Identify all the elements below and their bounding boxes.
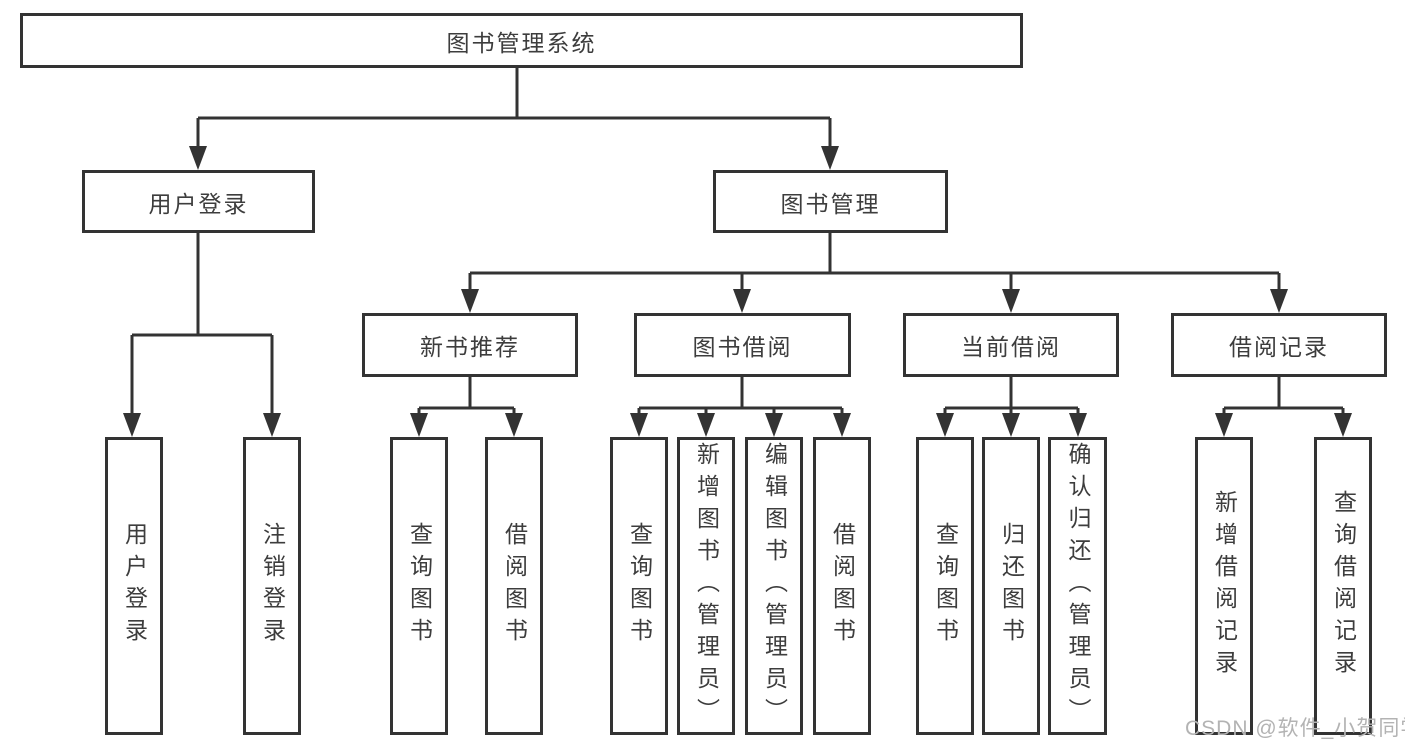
node-current-borrowing: 当前借阅 [903, 313, 1119, 377]
leaf-borrow-book-1: 借阅图书 [485, 437, 543, 735]
leaf-query-book-3: 查询图书 [916, 437, 974, 735]
leaf-return-book: 归还图书 [982, 437, 1040, 735]
leaf-query-book-1: 查询图书 [390, 437, 448, 735]
leaf-edit-book-admin: 编辑图书（管理员） [745, 437, 803, 735]
leaf-logout: 注销登录 [243, 437, 301, 735]
node-root: 图书管理系统 [20, 13, 1023, 68]
node-borrowing-records: 借阅记录 [1171, 313, 1387, 377]
leaf-confirm-return-admin: 确认归还（管理员） [1048, 437, 1107, 735]
leaf-user-login: 用户登录 [105, 437, 163, 735]
node-new-book-recommend: 新书推荐 [362, 313, 578, 377]
leaf-add-borrow-record: 新增借阅记录 [1195, 437, 1253, 735]
leaf-add-book-admin: 新增图书（管理员） [677, 437, 735, 735]
node-book-management: 图书管理 [713, 170, 948, 233]
node-user-login: 用户登录 [82, 170, 315, 233]
leaf-borrow-book-2: 借阅图书 [813, 437, 871, 735]
leaf-query-book-2: 查询图书 [610, 437, 668, 735]
csdn-watermark: CSDN @软件_小贺同学 [1185, 717, 1405, 740]
node-book-borrowing: 图书借阅 [634, 313, 851, 377]
leaf-query-borrow-record: 查询借阅记录 [1314, 437, 1372, 735]
